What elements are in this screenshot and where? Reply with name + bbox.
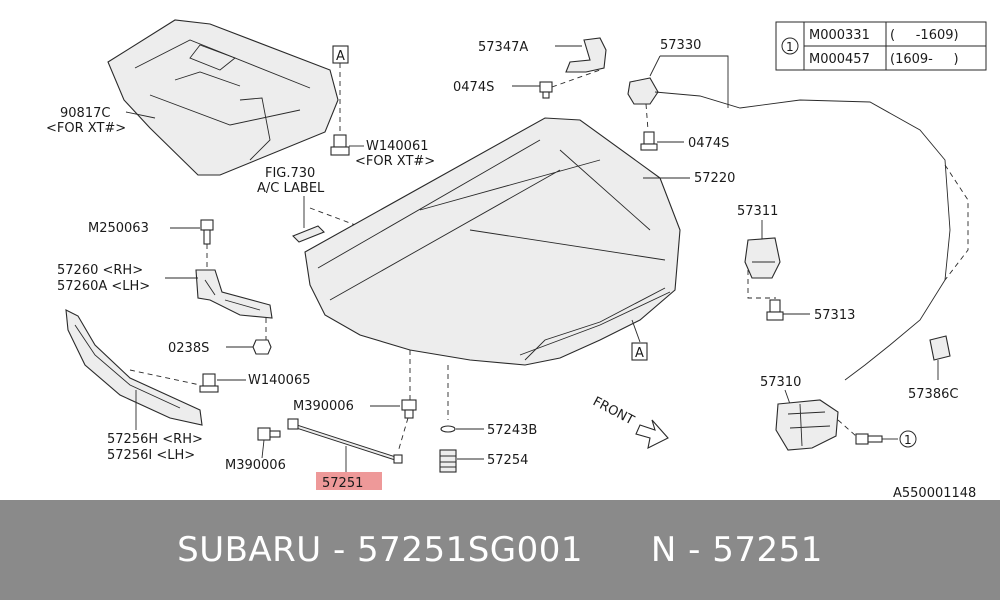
bolt-m250063 <box>200 219 214 245</box>
ref-a-hood-box <box>631 342 648 361</box>
bolt-circle-ref <box>855 433 883 445</box>
label-57256h: 57256H <RH> <box>107 432 203 447</box>
latch-57310 <box>775 399 839 451</box>
nut-0238s <box>252 339 272 355</box>
label-m390006-bottom: M390006 <box>225 458 286 473</box>
label-57310: 57310 <box>760 375 801 390</box>
parts-diagram: 90817C <FOR XT#> A W140061 <FOR XT#> FIG… <box>46 19 987 500</box>
legend-range-1: ( -1609) <box>890 28 959 43</box>
label-57220: 57220 <box>694 171 735 186</box>
bracket-57347a <box>565 37 607 73</box>
bolt-0474s-top <box>539 81 553 99</box>
label-fig730: FIG.730 <box>265 166 315 181</box>
image-id-label: A550001148 <box>893 486 976 500</box>
clip-w140065 <box>199 373 219 393</box>
legend-circle-number: 1 <box>786 40 794 54</box>
hood-panel <box>304 117 681 366</box>
ref-a-hood: A <box>635 346 644 361</box>
label-0474s-mid: 0474S <box>688 136 729 151</box>
under-cover-part <box>107 19 339 176</box>
label-57260a: 57260A <LH> <box>57 279 150 294</box>
clip-57386c <box>929 335 951 361</box>
label-m390006-top: M390006 <box>293 399 354 414</box>
washer-57243b <box>440 425 456 433</box>
hinge-57260 <box>195 269 273 319</box>
label-0474s-top: 0474S <box>453 80 494 95</box>
legend-code-1: M000331 <box>809 28 870 43</box>
front-arrow-icon <box>635 419 669 449</box>
highlight-57251 <box>316 472 382 490</box>
label-57330: 57330 <box>660 38 701 53</box>
circle-ref-number: 1 <box>904 433 912 447</box>
hood-damper-57251 <box>287 418 403 464</box>
hood-seal-57256 <box>65 309 203 426</box>
cable-lever-57330 <box>627 77 659 105</box>
diagram-canvas: 90817C <FOR XT#> A W140061 <FOR XT#> FIG… <box>46 19 987 500</box>
footer-bar: SUBARU - 57251SG001 N - 57251 <box>0 500 1000 600</box>
legend-table: 1 M000331 ( -1609) M000457 (1609- ) <box>775 21 987 71</box>
label-57254: 57254 <box>487 453 528 468</box>
label-57386c: 57386C <box>908 387 958 402</box>
circle-ref-icon <box>899 430 917 448</box>
label-0238s: 0238S <box>168 341 209 356</box>
label-57313: 57313 <box>814 308 855 323</box>
label-front: FRONT <box>590 394 636 428</box>
bolt-m390006-top <box>401 399 417 419</box>
label-m250063: M250063 <box>88 221 149 236</box>
label-57243b: 57243B <box>487 423 537 438</box>
label-w140061: W140061 <box>366 139 428 154</box>
striker-57311 <box>744 237 781 279</box>
label-w140061-note: <FOR XT#> <box>355 154 435 169</box>
label-57311: 57311 <box>737 204 778 219</box>
ref-a-top: A <box>336 49 345 64</box>
label-w140065: W140065 <box>248 373 310 388</box>
footer-part-number: SUBARU - 57251SG001 N - 57251 <box>177 530 823 570</box>
legend-code-2: M000457 <box>809 52 870 67</box>
bolt-0474s-mid <box>640 131 658 151</box>
legend-range-2: (1609- ) <box>890 52 959 67</box>
label-57251: 57251 <box>322 476 363 491</box>
bolt-57313 <box>766 299 784 321</box>
label-57260: 57260 <RH> <box>57 263 143 278</box>
label-ac-label: A/C LABEL <box>257 181 325 196</box>
clip-w140061 <box>330 134 350 156</box>
label-90817c: 90817C <box>60 106 110 121</box>
label-57347a: 57347A <box>478 40 528 55</box>
label-57256i: 57256I <LH> <box>107 448 195 463</box>
ref-a-top-box <box>332 45 349 64</box>
bolt-m390006-bottom <box>257 427 281 441</box>
ac-label-sticker <box>292 225 325 243</box>
cushion-57254 <box>439 449 457 473</box>
label-90817c-note: <FOR XT#> <box>46 121 126 136</box>
